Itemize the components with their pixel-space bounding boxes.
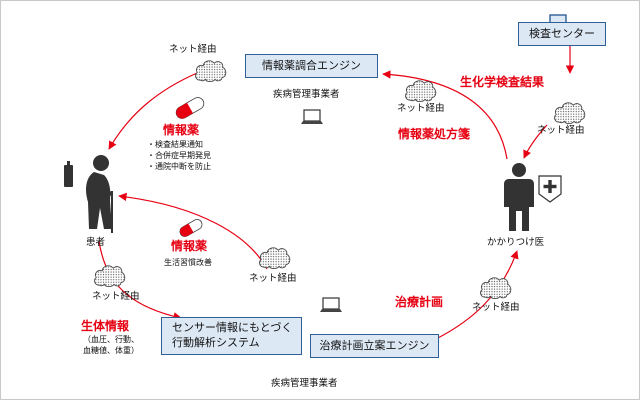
arrow-right-cloud-to-doctor (523, 124, 548, 159)
network-label-right: ネット経由 (537, 125, 585, 136)
capsule-icon-mid (179, 219, 203, 237)
info-drug-top-label: 情報薬 (163, 123, 200, 137)
network-label-left: ネット経由 (92, 291, 140, 302)
network-label-top-mid: ネット経由 (397, 103, 445, 114)
prescription-label: 情報薬処方箋 (398, 127, 471, 141)
network-label-right-bottom: ネット経由 (472, 302, 520, 313)
bio-info-label: 生体情報 (81, 319, 130, 333)
list-item: ・合併症早期発見 (147, 151, 211, 160)
operator-top-label: 疾病管理事業者 (273, 89, 340, 100)
laptop-icon-bottom (320, 297, 342, 312)
arrow-to-patient-top (108, 72, 198, 150)
medical-cross-icon (538, 175, 562, 203)
patient-icon (64, 155, 113, 233)
capsule-icon-top (175, 97, 205, 119)
info-drug-mid-label: 情報薬 (171, 239, 208, 253)
cloud-icon-top-left (195, 60, 227, 83)
info-drug-top-list: ・検査結果通知 ・合併症早期発見 ・通院中断を防止 (147, 139, 211, 172)
doctor-icon (504, 163, 534, 231)
treatment-plan-label: 治療計画 (395, 295, 444, 309)
patient-label: 患者 (86, 237, 106, 248)
bio-info-sub: （血圧、行動、 血糖値、体重） (83, 335, 139, 355)
network-label-center: ネット経由 (249, 273, 297, 284)
laptop-icon-top (301, 109, 323, 124)
arrow-plan-to-doctor (435, 250, 519, 340)
behavior-system-box: センサー情報にもとづく行動解析システム (161, 317, 302, 355)
list-item: ・通院中断を防止 (147, 162, 211, 171)
arrow-plan-to-patient (118, 192, 268, 270)
checkup-center-box: 検査センター (518, 22, 606, 46)
arrow-doctor-to-engine (382, 70, 508, 160)
cloud-icon-left (94, 265, 126, 288)
info-drug-mid-sub: 生活習慣改善 (164, 258, 212, 267)
operator-bottom-label: 疾病管理事業者 (271, 378, 338, 389)
lab-results-label: 生化学検査結果 (460, 75, 545, 89)
cloud-icon-center (259, 247, 291, 270)
plan-engine-box: 治療計画立案エンジン (310, 334, 439, 358)
cloud-icon-right-bottom (480, 277, 512, 300)
network-label-top-left: ネット経由 (169, 44, 217, 55)
drug-engine-box: 情報薬調合エンジン (245, 54, 378, 78)
cloud-icon-top-mid (405, 80, 437, 103)
arrow-patient-to-system (98, 240, 182, 321)
cloud-icon-right (554, 102, 586, 125)
doctor-label: かかりつけ医 (487, 237, 545, 248)
list-item: ・検査結果通知 (147, 140, 203, 149)
